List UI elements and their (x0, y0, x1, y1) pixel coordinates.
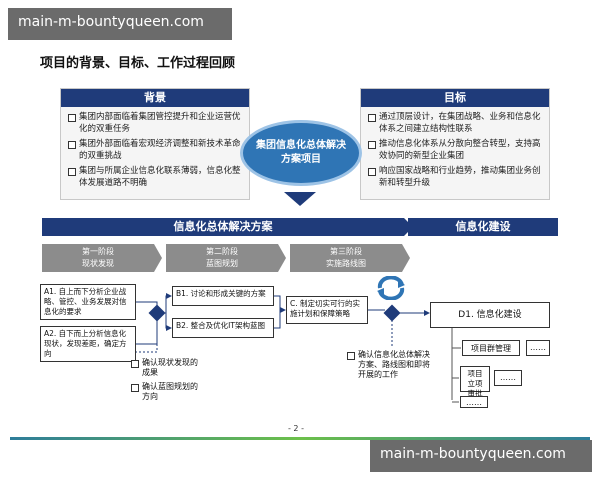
project-approval-box: 项目立项审批 (460, 366, 490, 398)
footer-bar (10, 437, 590, 440)
goal-item: 通过顶层设计，在集团战略、业务和信息化体系之间建立结构性联系 (367, 111, 543, 135)
phase-3-line2: 实施路线图 (326, 259, 366, 268)
background-heading: 背景 (61, 89, 249, 107)
down-arrow-icon (284, 192, 316, 206)
page-title: 项目的背景、目标、工作过程回顾 (40, 56, 236, 71)
phase-2: 第二阶段 蓝图规划 (166, 244, 286, 272)
phase-3: 第三阶段 实施路线图 (290, 244, 410, 272)
cycle-arrows-icon (377, 276, 405, 300)
outcome-item: 确认现状发现的成果 (130, 358, 200, 378)
background-item: 集团与所属企业信息化联系薄弱，信息化整体发展道路不明确 (67, 165, 243, 189)
watermark-bottom: main-m-bountyqueen.com (370, 440, 592, 472)
goal-heading: 目标 (361, 89, 549, 107)
phase-1: 第一阶段 现状发现 (42, 244, 162, 272)
center-project-label: 集团信息化总体解决方案项目 (256, 140, 346, 165)
ellipsis-box-1: …… (526, 340, 550, 356)
phase-2-line1: 第二阶段 (206, 247, 238, 256)
step-a1: A1. 自上而下分析企业战略、管控、业务发展对信息化的要求 (40, 284, 136, 320)
center-project-ellipse: 集团信息化总体解决方案项目 (240, 120, 362, 186)
banner-solution: 信息化总体解决方案 (42, 218, 413, 236)
outcome-item: 确认信息化总体解决方案、路线图和即将开展的工作 (346, 350, 434, 380)
phase-1-line1: 第一阶段 (82, 247, 114, 256)
page-number: - 2 - (288, 424, 304, 433)
background-item: 集团外部面临着宏观经济调整和新技术革命的双重挑战 (67, 138, 243, 162)
phase-1-line2: 现状发现 (82, 259, 114, 268)
ellipsis-box-3: …… (460, 396, 488, 408)
connector-b1 (274, 295, 286, 313)
step-c: C. 制定切实可行的实施计划和保障策略 (286, 296, 368, 324)
background-item: 集团内部面临着集团管控提升和企业运营优化的双重任务 (67, 111, 243, 135)
goal-item: 推动信息化体系从分散向整合转型，支持高效协同的新型企业集团 (367, 138, 543, 162)
step-b2: B2. 整合及优化IT架构蓝图 (172, 318, 274, 338)
goal-item: 响应国家战略和行业趋势，推动集团业务创新和转型升级 (367, 165, 543, 189)
project-group-box: 项目群管理 (462, 340, 520, 356)
step-a2: A2. 自下而上分析信息化现状，发现差距，确定方向 (40, 326, 136, 362)
banner-construction: 信息化建设 (408, 218, 558, 236)
decision-diamond-2 (383, 304, 401, 322)
watermark-top: main-m-bountyqueen.com (8, 8, 232, 40)
connector-b2 (274, 310, 281, 329)
connector-to-b2 (165, 313, 172, 331)
outcome-item: 确认蓝图规划的方向 (130, 382, 200, 402)
connector-outcome-1 (135, 320, 158, 353)
step-d1: D1. 信息化建设 (430, 302, 550, 328)
connector-a2 (136, 319, 158, 345)
phase-2-line2: 蓝图规划 (206, 259, 238, 268)
connector-to-b1 (163, 293, 172, 314)
ellipsis-box-2: …… (494, 370, 522, 386)
goal-panel: 目标 通过顶层设计，在集团战略、业务和信息化体系之间建立结构性联系 推动信息化体… (360, 88, 550, 200)
background-panel: 背景 集团内部面临着集团管控提升和企业运营优化的双重任务 集团外部面临着宏观经济… (60, 88, 250, 200)
step-b1: B1. 讨论和形成关键的方案 (172, 286, 274, 306)
decision-diamond-1 (148, 304, 166, 322)
phase-3-line1: 第三阶段 (330, 247, 362, 256)
